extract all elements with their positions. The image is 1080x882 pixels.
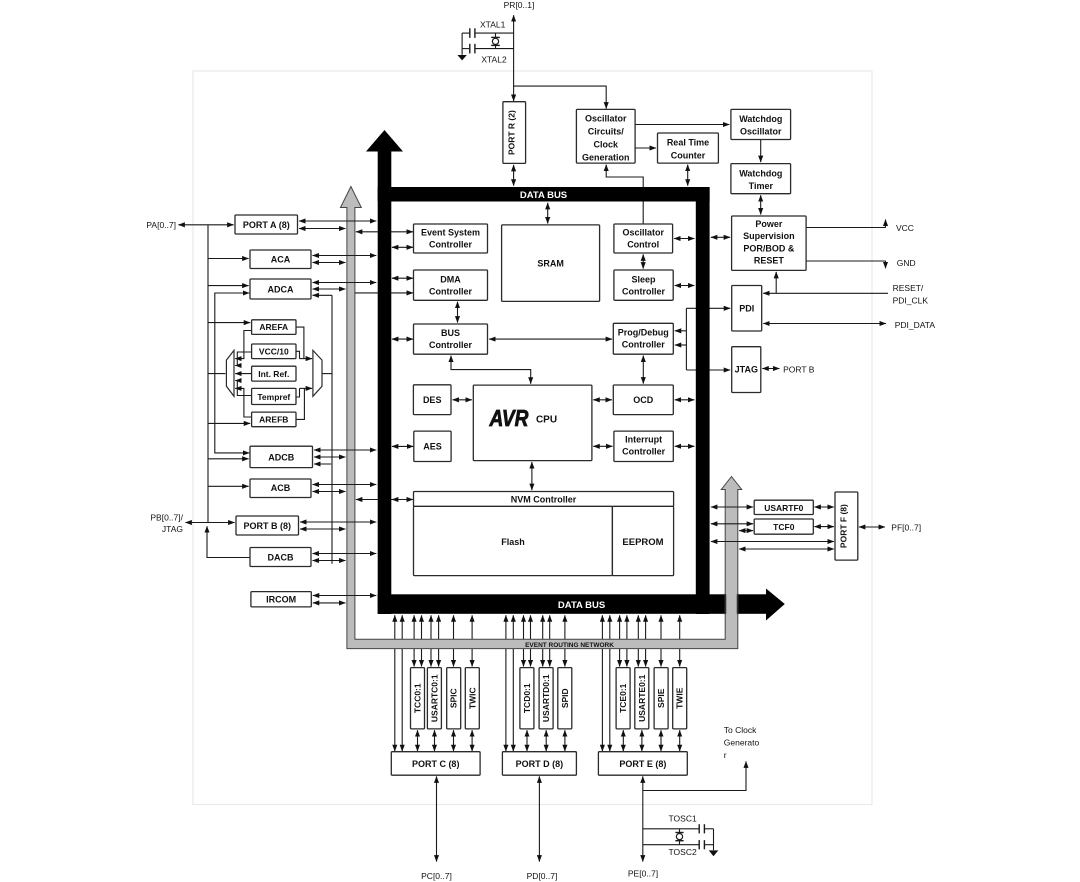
svg-text:PDI_DATA: PDI_DATA	[895, 320, 936, 330]
svg-text:XTAL1: XTAL1	[480, 19, 506, 29]
svg-text:Watchdog: Watchdog	[739, 114, 782, 124]
svg-text:PDI_CLK: PDI_CLK	[893, 295, 929, 305]
svg-text:AREFA: AREFA	[259, 322, 288, 332]
svg-text:DES: DES	[423, 395, 442, 405]
svg-text:PORT C (8): PORT C (8)	[412, 759, 460, 769]
svg-text:SPIE: SPIE	[656, 688, 666, 708]
svg-text:JTAG: JTAG	[162, 524, 183, 534]
svg-text:Controller: Controller	[429, 340, 472, 350]
svg-text:AREFB: AREFB	[259, 415, 288, 425]
svg-text:Power: Power	[755, 219, 783, 229]
svg-text:PF[0..7]: PF[0..7]	[891, 523, 921, 533]
svg-text:Generato: Generato	[724, 738, 760, 748]
svg-text:JTAG: JTAG	[735, 365, 758, 375]
svg-text:TOSC1: TOSC1	[669, 814, 697, 824]
svg-text:To Clock: To Clock	[724, 725, 757, 735]
svg-text:PE[0..7]: PE[0..7]	[628, 868, 658, 878]
svg-text:ADCA: ADCA	[268, 284, 294, 294]
svg-text:TWIE: TWIE	[675, 687, 685, 709]
svg-text:Controller: Controller	[622, 447, 665, 457]
svg-text:VCC: VCC	[896, 223, 914, 233]
svg-text:Counter: Counter	[671, 150, 706, 160]
svg-text:EEPROM: EEPROM	[622, 537, 663, 548]
svg-text:PORT B: PORT B	[783, 365, 815, 375]
svg-text:TWIC: TWIC	[467, 687, 477, 709]
svg-text:Oscillator: Oscillator	[740, 127, 782, 137]
svg-text:Supervision: Supervision	[743, 231, 795, 241]
svg-text:SRAM: SRAM	[537, 258, 564, 268]
svg-text:GND: GND	[897, 258, 916, 268]
svg-text:ADCB: ADCB	[268, 452, 294, 462]
svg-text:PORT R (2): PORT R (2)	[506, 110, 516, 155]
svg-text:PDI: PDI	[739, 303, 754, 313]
svg-text:PA[0..7]: PA[0..7]	[146, 220, 176, 230]
svg-text:IRCOM: IRCOM	[266, 595, 296, 605]
svg-text:DATA BUS: DATA BUS	[558, 600, 605, 611]
svg-text:ACA: ACA	[271, 255, 291, 265]
svg-text:Prog/Debug: Prog/Debug	[618, 328, 669, 338]
svg-text:PC[0..7]: PC[0..7]	[421, 871, 452, 881]
svg-text:SPID: SPID	[560, 688, 570, 708]
svg-text:CPU: CPU	[536, 414, 557, 425]
svg-text:XTAL2: XTAL2	[481, 54, 507, 64]
svg-text:Circuits/: Circuits/	[588, 127, 625, 137]
svg-text:AES: AES	[423, 441, 442, 451]
svg-text:USARTD0:1: USARTD0:1	[541, 674, 551, 722]
svg-text:DATA BUS: DATA BUS	[520, 190, 567, 201]
svg-text:PORT F (8): PORT F (8)	[838, 504, 848, 548]
svg-text:TCF0: TCF0	[773, 522, 795, 532]
svg-text:Flash: Flash	[501, 537, 525, 547]
svg-text:Generation: Generation	[582, 152, 630, 162]
svg-text:BUS: BUS	[441, 328, 460, 338]
svg-text:VCC/10: VCC/10	[259, 347, 289, 357]
svg-text:Controller: Controller	[622, 286, 665, 296]
svg-text:PORT B (8): PORT B (8)	[244, 521, 292, 531]
svg-text:PORT D (8): PORT D (8)	[516, 759, 564, 769]
svg-text:Oscillator: Oscillator	[585, 114, 627, 124]
svg-text:Sleep: Sleep	[631, 274, 656, 284]
svg-text:USARTF0: USARTF0	[764, 503, 803, 513]
svg-text:Tempref: Tempref	[257, 392, 290, 402]
svg-text:AVR: AVR	[489, 405, 529, 431]
svg-text:TCE0:1: TCE0:1	[618, 683, 628, 713]
svg-text:Control: Control	[627, 239, 659, 249]
svg-text:OCD: OCD	[633, 395, 654, 405]
svg-text:TCC0:1: TCC0:1	[413, 683, 423, 713]
svg-text:Int. Ref.: Int. Ref.	[258, 369, 289, 379]
svg-text:DMA: DMA	[440, 274, 461, 284]
svg-text:PORT E (8): PORT E (8)	[619, 759, 666, 769]
svg-text:TOSC2: TOSC2	[669, 847, 697, 857]
svg-text:PORT A (8): PORT A (8)	[243, 220, 290, 230]
svg-text:USARTC0:1: USARTC0:1	[429, 674, 439, 722]
svg-text:Timer: Timer	[749, 181, 774, 191]
svg-text:TCD0:1: TCD0:1	[522, 683, 532, 713]
svg-text:r: r	[724, 750, 727, 760]
svg-text:USARTE0:1: USARTE0:1	[637, 674, 647, 722]
svg-text:Controller: Controller	[429, 286, 472, 296]
svg-text:NVM Controller: NVM Controller	[511, 494, 577, 504]
svg-text:PD[0..7]: PD[0..7]	[527, 871, 558, 881]
svg-text:RESET/: RESET/	[893, 283, 924, 293]
svg-text:Clock: Clock	[594, 140, 620, 150]
svg-text:DACB: DACB	[268, 552, 294, 562]
svg-text:PR[0..1]: PR[0..1]	[504, 0, 535, 10]
svg-text:Oscillator: Oscillator	[622, 227, 664, 237]
svg-text:Real Time: Real Time	[667, 138, 709, 148]
svg-text:Controller: Controller	[429, 239, 472, 249]
svg-text:Event System: Event System	[421, 227, 480, 237]
svg-text:Watchdog: Watchdog	[739, 168, 782, 178]
svg-text:PB[0..7]/: PB[0..7]/	[150, 512, 183, 522]
svg-text:ACB: ACB	[271, 483, 291, 493]
svg-text:RESET: RESET	[754, 256, 785, 266]
svg-text:Interrupt: Interrupt	[625, 435, 662, 445]
svg-text:EVENT ROUTING NETWORK: EVENT ROUTING NETWORK	[525, 642, 614, 649]
svg-text:POR/BOD &: POR/BOD &	[743, 243, 795, 253]
svg-text:SPIC: SPIC	[449, 688, 459, 708]
svg-text:Controller: Controller	[622, 340, 665, 350]
